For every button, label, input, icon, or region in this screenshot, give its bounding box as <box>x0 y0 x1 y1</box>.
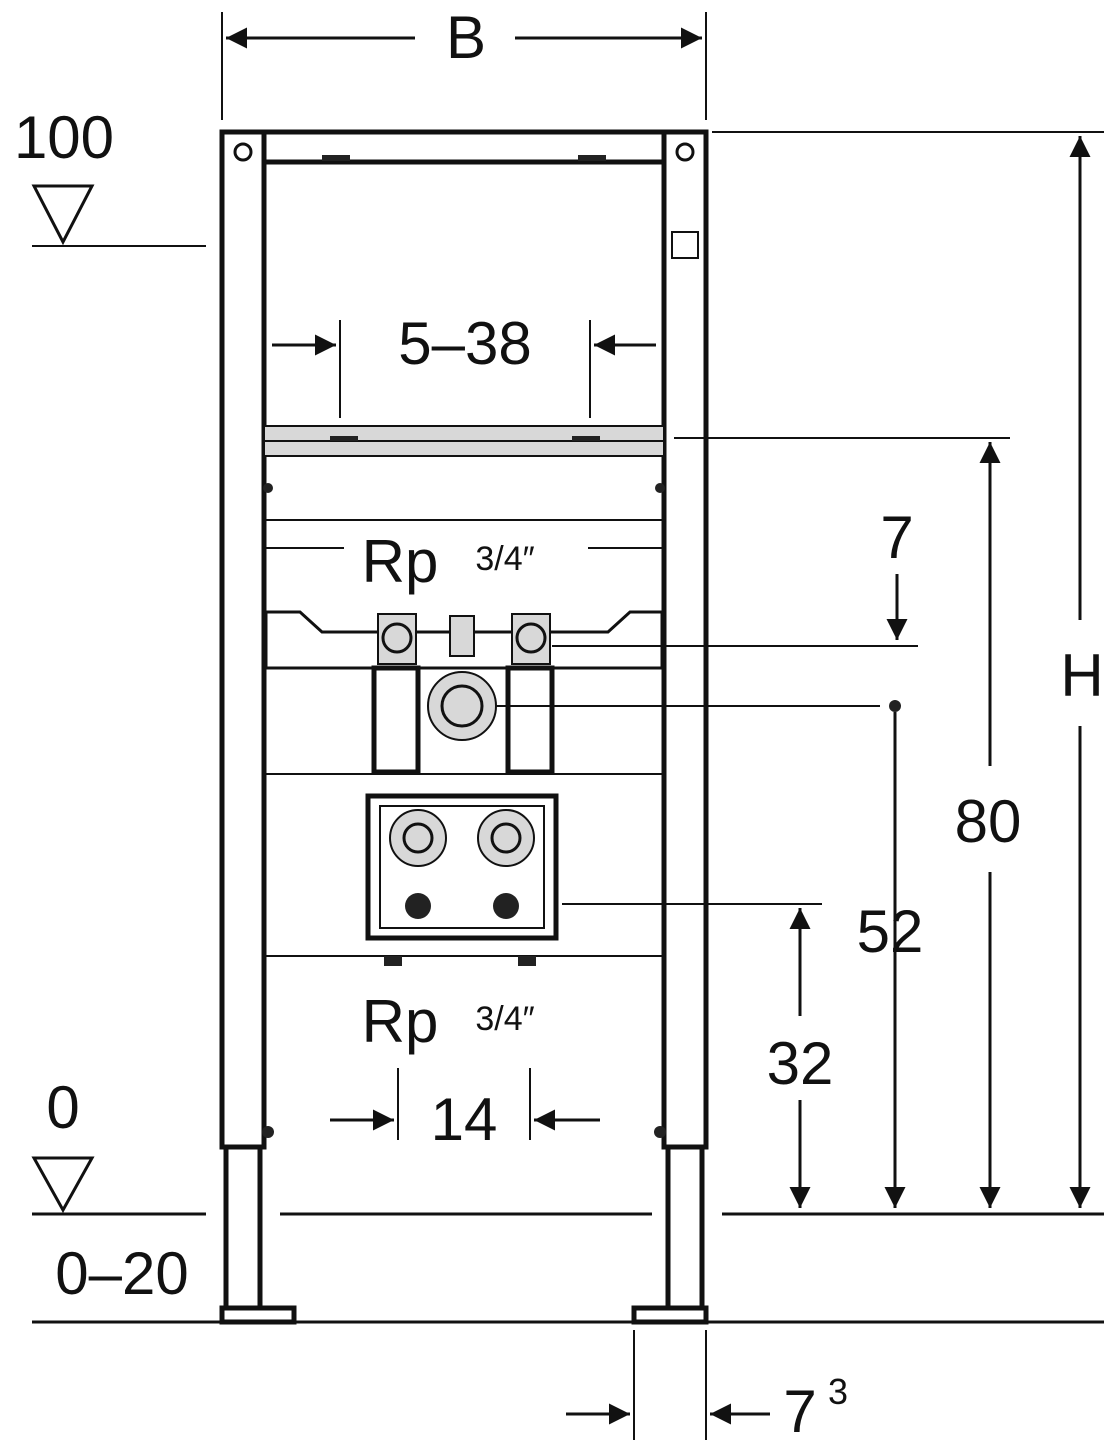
dim-52-label: 52 <box>857 898 924 965</box>
width-label: B <box>446 4 486 71</box>
dim-80-label: 80 <box>955 788 1022 855</box>
crossbar-range-dimension: 5–38 <box>272 310 656 418</box>
supply-port-icon <box>477 809 535 867</box>
connection-elbow-icon <box>381 622 413 654</box>
lower-supply-label: Rp 3/4″ <box>362 988 535 1055</box>
lower-thread-label: Rp <box>362 988 439 1055</box>
drop-7-label: 7 <box>880 504 913 571</box>
shutoff-valve-icon <box>405 893 431 919</box>
mount-hole-icon <box>675 142 695 162</box>
lower-connection-box <box>264 773 822 966</box>
foot-offset-label: 7 <box>783 1378 816 1440</box>
level-zero-label: 0 <box>46 1074 79 1141</box>
level-100-marker: 100 <box>14 104 206 247</box>
drain-outlet-icon <box>427 671 497 741</box>
foot-offset-superscript: 3 <box>828 1371 848 1412</box>
level-top-label: 100 <box>14 104 114 171</box>
upper-thread-label: Rp <box>362 528 439 595</box>
spacing-14-dimension: 14 <box>330 1068 600 1153</box>
supply-port-icon <box>389 809 447 867</box>
dimension-32: 32 <box>767 908 834 1208</box>
shutoff-valve-icon <box>493 893 519 919</box>
height-label: H <box>1060 642 1103 709</box>
drop-7-dimension: 7 <box>880 504 914 640</box>
width-dimension: B <box>221 4 707 120</box>
connection-elbow-icon <box>515 622 547 654</box>
upper-fraction-label: 3/4″ <box>475 540 534 578</box>
mount-hole-icon <box>233 142 253 162</box>
foot-offset-dimension: 7 3 <box>566 1330 848 1440</box>
lower-fraction-label: 3/4″ <box>475 1000 534 1038</box>
height-dimension: H <box>712 131 1104 1208</box>
label-plate-icon <box>671 231 699 259</box>
upper-fitting-assembly <box>264 610 918 775</box>
dimension-52: 52 <box>857 712 924 1208</box>
dim-32-label: 32 <box>767 1030 834 1097</box>
dimension-80: 80 <box>955 442 1022 1208</box>
level-0-marker: 0 0–20 <box>31 1074 1104 1324</box>
floor-range-label: 0–20 <box>55 1240 188 1307</box>
upper-supply-label: Rp 3/4″ <box>264 528 664 595</box>
adjustable-crossbar <box>263 425 1010 521</box>
spacing-14-label: 14 <box>431 1086 498 1153</box>
crossbar-range-label: 5–38 <box>398 310 531 377</box>
frame-structure <box>219 129 709 1325</box>
